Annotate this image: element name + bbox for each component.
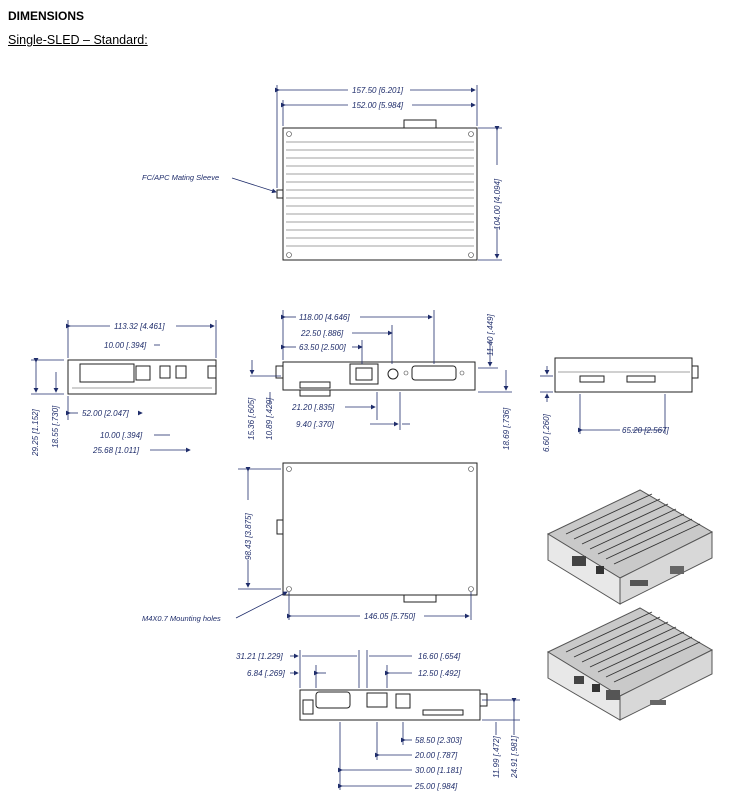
mounting-holes-label: M4X0.7 Mounting holes	[142, 614, 221, 623]
bottom-view: 98.43 [3.875] 146.05 [5.750] M4X0.7 Moun…	[142, 462, 478, 623]
dim-rear-58-50: 58.50 [2.303]	[415, 736, 462, 745]
isometric-render-bottom	[546, 607, 714, 721]
dim-top-body-width: 152.00 [5.984]	[352, 101, 404, 110]
dim-front-10-89: 10.89 [.429]	[265, 397, 274, 440]
rear-view: 31.21 [1.229] 6.84 [.269] 16.60 [.654] 1…	[236, 650, 520, 791]
dim-right-65-20: 65.20 [2.567]	[622, 426, 669, 435]
section-heading: DIMENSIONS	[8, 9, 85, 23]
left-side-view: 113.32 [4.461] 10.00 [.394] 29.25 [1.152…	[31, 320, 217, 457]
dim-bottom-98-43: 98.43 [3.875]	[244, 513, 253, 560]
dim-left-29-25: 29.25 [1.152]	[31, 409, 40, 457]
dim-bottom-146-05: 146.05 [5.750]	[364, 612, 416, 621]
dim-front-21-20: 21.20 [.835]	[291, 403, 335, 412]
dim-front-22-50: 22.50 [.886]	[300, 329, 344, 338]
dim-left-10-00-b: 10.00 [.394]	[100, 431, 143, 440]
isometric-render-top	[546, 489, 714, 605]
dim-rear-16-60: 16.60 [.654]	[418, 652, 461, 661]
dim-front-63-50: 63.50 [2.500]	[299, 343, 346, 352]
dim-rear-31-21: 31.21 [1.229]	[236, 652, 283, 661]
dim-rear-20-00: 20.00 [.787]	[414, 751, 458, 760]
dim-rear-24-91: 24.91 [.981]	[510, 735, 519, 779]
dim-left-overall-width: 113.32 [4.461]	[114, 322, 165, 331]
front-view: 118.00 [4.646] 22.50 [.886] 63.50 [2.500…	[247, 310, 512, 450]
top-view: 157.50 [6.201] 152.00 [5.984] 104.00 [4.…	[142, 85, 502, 261]
dim-front-9-40: 9.40 [.370]	[296, 420, 335, 429]
dim-front-15-36: 15.36 [.605]	[247, 397, 256, 440]
dim-rear-6-84: 6.84 [.269]	[247, 669, 286, 678]
dim-top-overall-width: 157.50 [6.201]	[352, 86, 404, 95]
dim-front-18-69: 18.69 [.736]	[502, 407, 511, 450]
dim-rear-11-99: 11.99 [.472]	[492, 736, 501, 778]
dim-right-6-60: 6.60 [.260]	[542, 413, 551, 452]
dim-left-52-00: 52.00 [2.047]	[82, 409, 129, 418]
dim-left-18-55: 18.55 [.730]	[51, 405, 60, 448]
dim-rear-12-50: 12.50 [.492]	[418, 669, 461, 678]
dim-left-25-68: 25.68 [1.011]	[92, 446, 140, 455]
dim-rear-30-00: 30.00 [1.181]	[415, 766, 462, 775]
section-subheading: Single-SLED – Standard:	[8, 33, 148, 47]
fc-apc-label: FC/APC Mating Sleeve	[142, 173, 219, 182]
dim-front-11-40: 11.40 [.449]	[486, 314, 495, 356]
dim-left-10-00: 10.00 [.394]	[104, 341, 147, 350]
dim-top-height: 104.00 [4.094]	[493, 178, 502, 230]
right-side-view: 65.20 [2.567] 6.60 [.260]	[540, 357, 699, 452]
dim-rear-25-00: 25.00 [.984]	[414, 782, 458, 791]
dim-front-118-00: 118.00 [4.646]	[299, 313, 350, 322]
